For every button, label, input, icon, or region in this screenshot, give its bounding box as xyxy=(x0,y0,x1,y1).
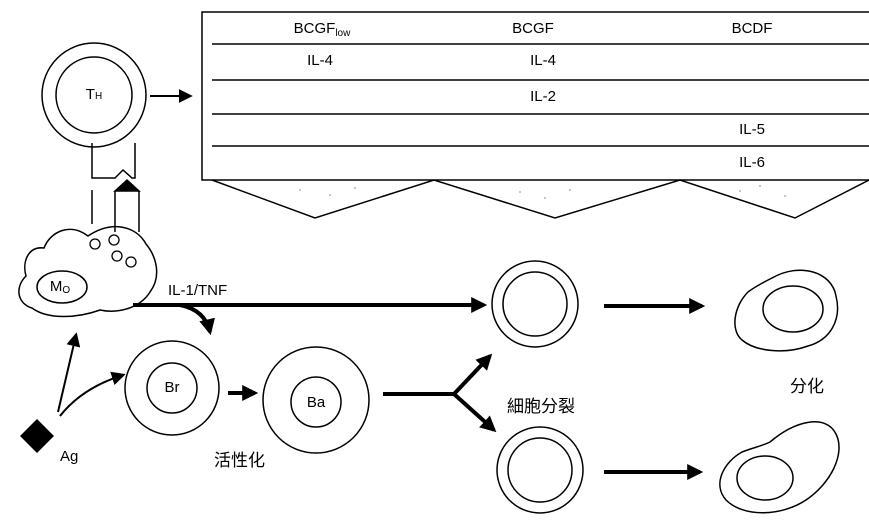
differentiation-label: 分化 xyxy=(790,377,824,397)
table-cell: IL-2 xyxy=(530,88,556,105)
antigen-to-macrophage-arrow xyxy=(57,332,81,413)
activated-b-cell xyxy=(262,346,370,454)
column-header-bcdf: BCDF xyxy=(731,20,773,37)
column-header-bcgf: BCGF xyxy=(512,20,554,37)
table-cell: IL-5 xyxy=(739,121,765,138)
antigen-to-b-cell-arrow xyxy=(59,371,126,417)
il1-tnf-label: IL-1/TNF xyxy=(168,282,228,299)
activated-b-cell-label: Ba xyxy=(306,394,326,411)
th-cell-label: TH xyxy=(85,86,103,103)
table-funnel-shape xyxy=(211,179,869,219)
antigen-diamond xyxy=(20,419,54,453)
table-cell: IL-4 xyxy=(530,52,556,69)
column-header-bcgf-low: BCGFlow xyxy=(293,20,351,39)
plasma-cell-upper xyxy=(734,269,839,352)
plasma-cell-lower xyxy=(719,421,840,514)
table-cell: IL-4 xyxy=(307,52,333,69)
funnel-texture xyxy=(299,185,786,199)
il1-tnf-branch-arrow xyxy=(179,303,215,336)
resting-b-cell xyxy=(124,340,220,436)
receptor-connector xyxy=(91,143,141,232)
dividing-cell-upper xyxy=(491,260,579,348)
table-cell: IL-6 xyxy=(739,154,765,171)
cytokine-table xyxy=(201,11,869,219)
macrophage-vesicles xyxy=(89,234,137,268)
resting-b-cell-label: Br xyxy=(164,379,180,396)
antigen-label: Ag xyxy=(60,448,79,465)
dividing-cell-lower xyxy=(496,426,584,514)
macrophage-label: MO xyxy=(49,278,71,296)
activation-label: 活性化 xyxy=(214,451,265,471)
macrophage-cell xyxy=(18,226,158,318)
cell-division-label: 細胞分裂 xyxy=(507,397,575,417)
macrophage-nucleus xyxy=(36,270,88,304)
proliferation-arrows xyxy=(383,353,497,433)
th-cell xyxy=(41,42,147,148)
